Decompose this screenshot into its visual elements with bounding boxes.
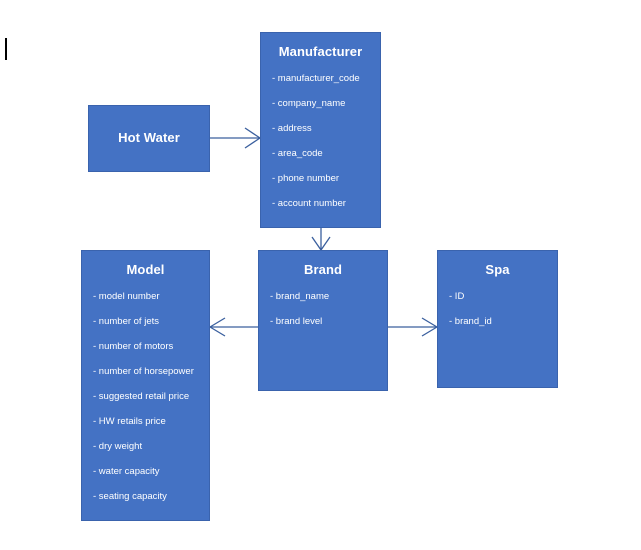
attribute-item: - model number [93,291,160,303]
entity-title-hot-water: Hot Water [118,130,180,146]
attribute-item: - brand level [270,316,323,328]
attribute-item: - address [272,123,312,135]
attribute-item: - number of motors [93,341,174,353]
entity-title-model: Model [126,262,165,277]
attribute-list-brand: - brand_name - brand level [259,291,387,328]
attribute-item: - brand_id [449,316,492,328]
attribute-item: - number of jets [93,316,159,328]
attribute-item: - area_code [272,148,323,160]
attribute-item: - manufacturer_code [272,73,360,85]
entity-brand[interactable]: Brand - brand_name - brand level [258,250,388,391]
attribute-list-spa: - ID - brand_id [438,291,557,328]
connector-model-brand [209,317,258,337]
entity-title-spa: Spa [485,262,510,277]
entity-title-manufacturer: Manufacturer [278,44,363,59]
attribute-item: - number of horsepower [93,366,194,378]
attribute-item: - phone number [272,173,340,185]
connector-hot-water-manufacturer [210,127,261,149]
entity-title-brand: Brand [303,262,343,277]
attribute-item: - brand_name [270,291,330,303]
entity-spa[interactable]: Spa - ID - brand_id [437,250,558,388]
attribute-item: - suggested retail price [93,391,190,403]
attribute-list-model: - model number - number of jets - number… [82,291,209,502]
attribute-item: - dry weight [93,440,143,452]
attribute-item: - water capacity [93,465,160,477]
attribute-item: - company_name [272,98,346,110]
connector-manufacturer-brand [311,228,331,251]
attribute-list-manufacturer: - manufacturer_code - company_name - add… [261,73,380,209]
entity-hot-water[interactable]: Hot Water [88,105,210,172]
attribute-item: - ID [449,291,465,303]
attribute-item: - HW retails price [93,415,166,427]
attribute-item: - seating capacity [93,490,167,502]
connector-brand-spa [388,317,438,337]
entity-manufacturer[interactable]: Manufacturer - manufacturer_code - compa… [260,32,381,228]
text-caret [5,38,7,60]
attribute-item: - account number [272,197,346,209]
entity-model[interactable]: Model - model number - number of jets - … [81,250,210,521]
